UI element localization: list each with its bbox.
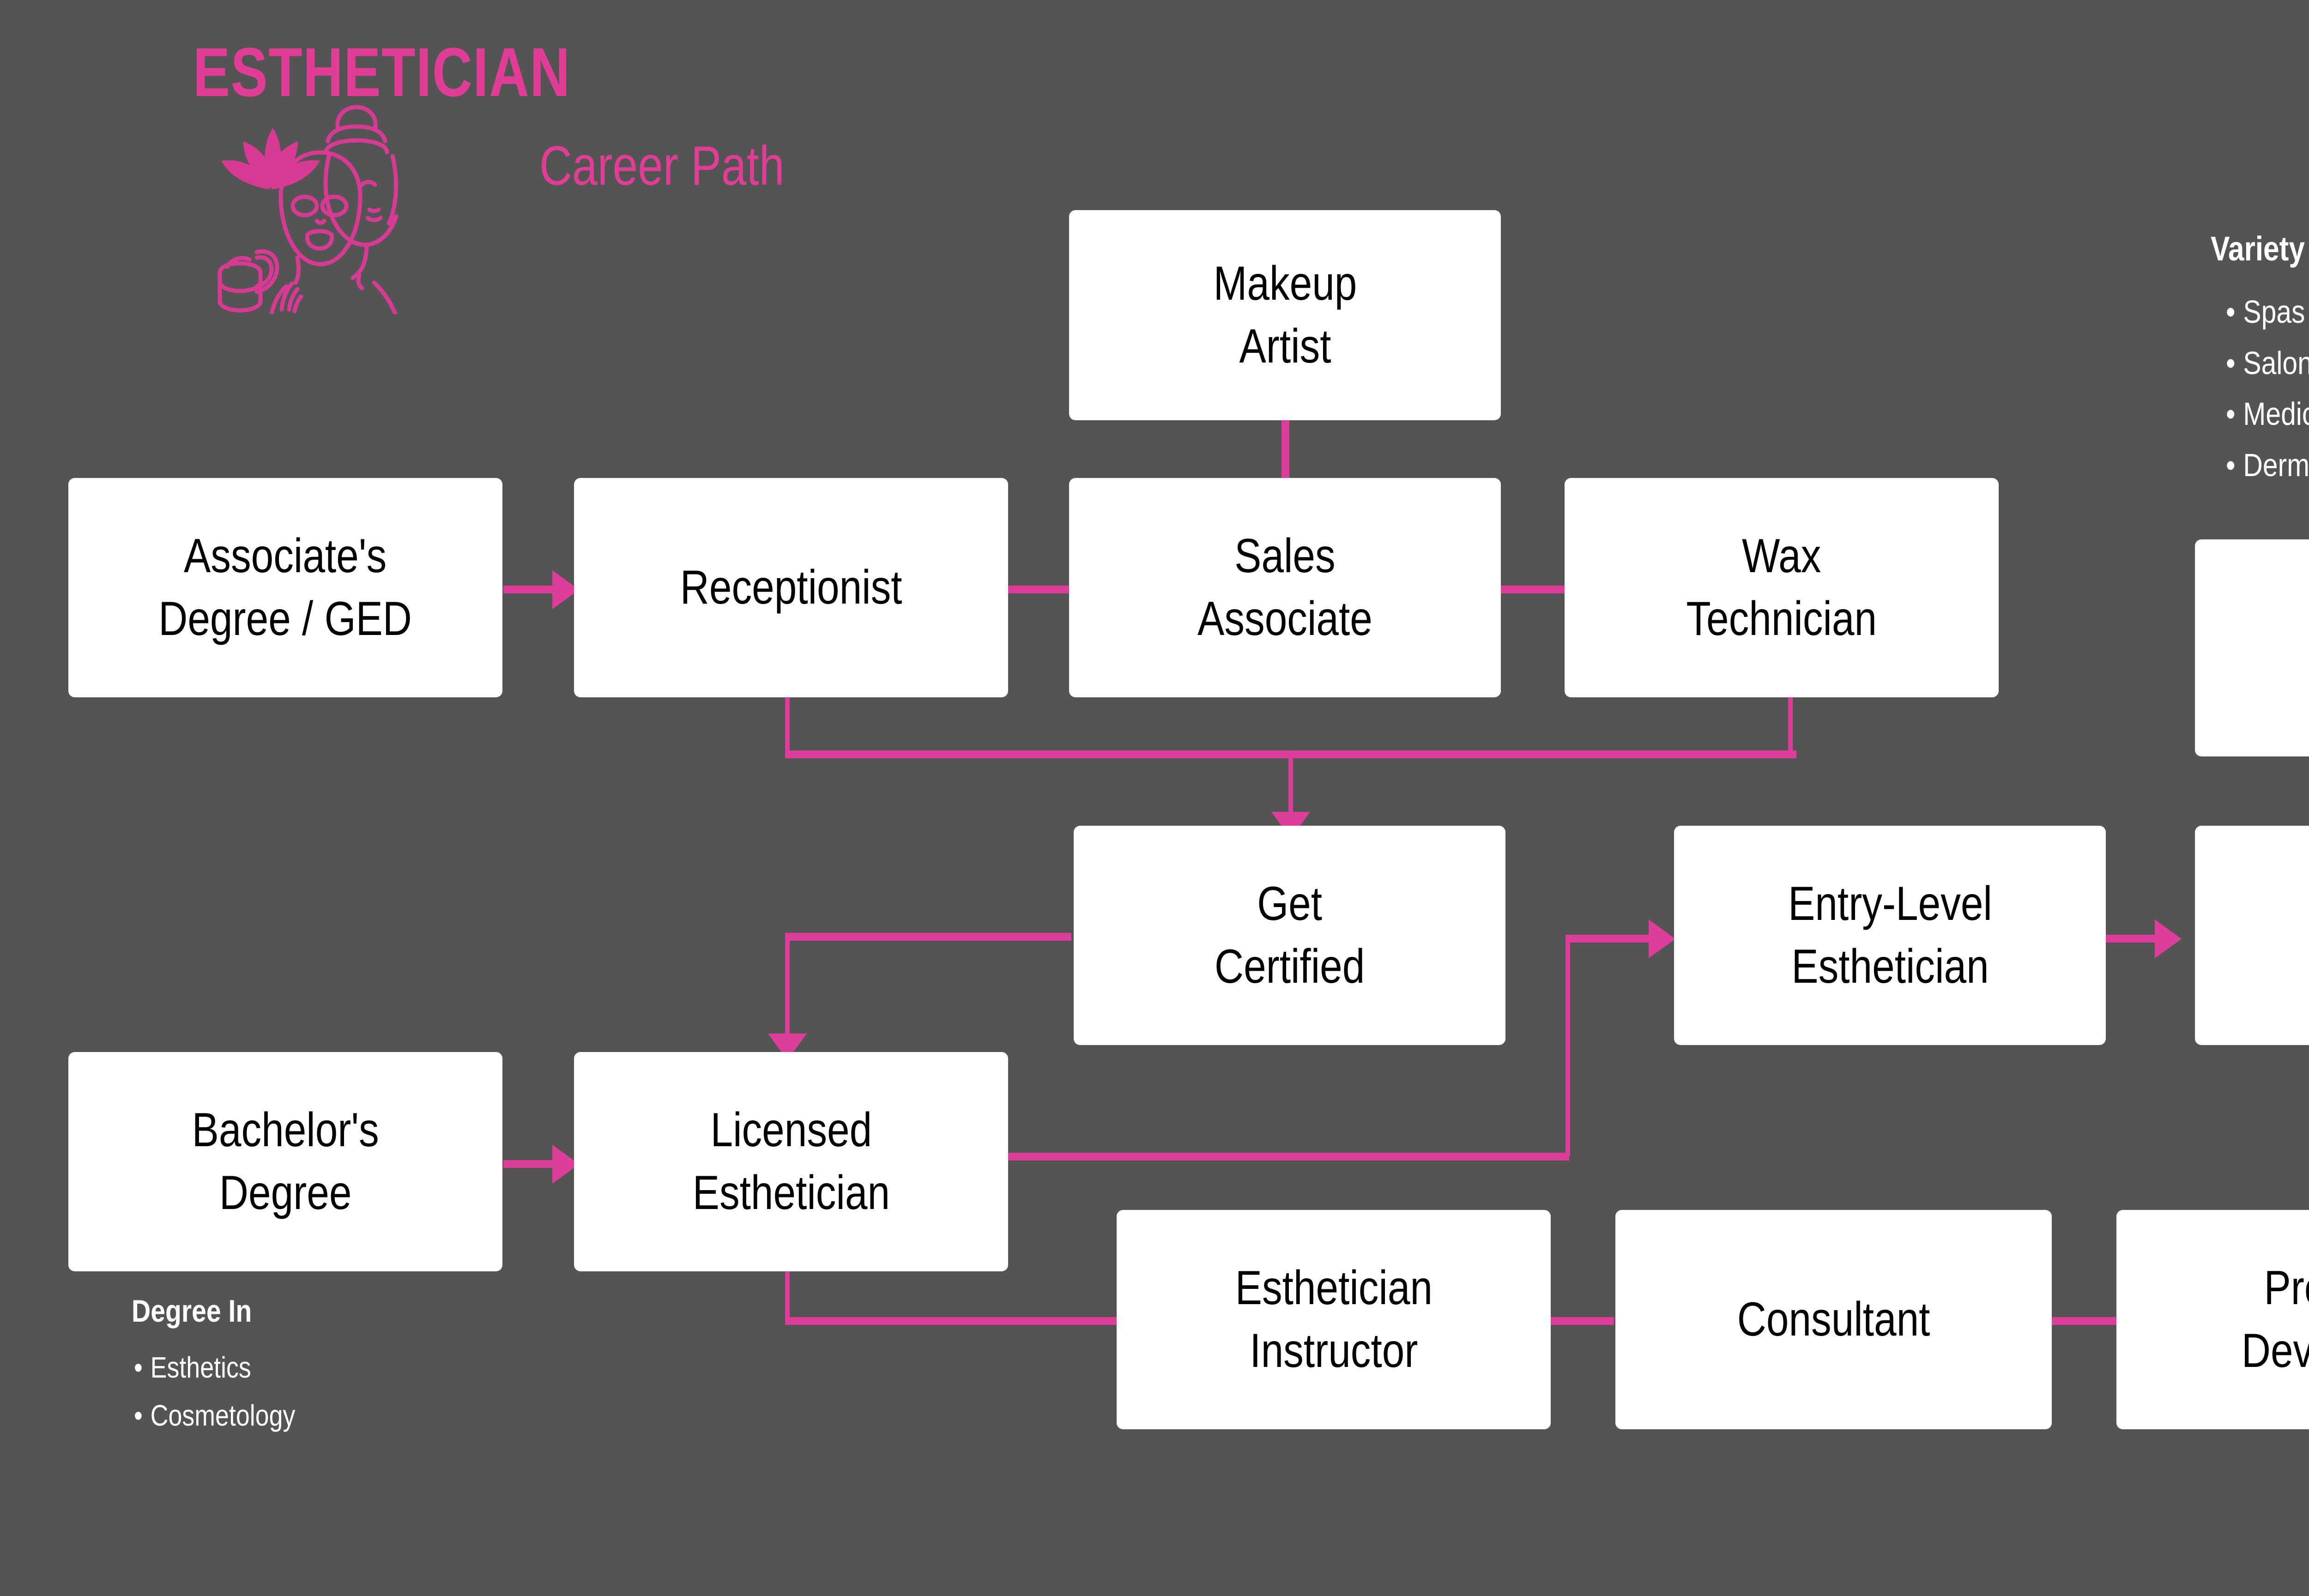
connector-licensed-right xyxy=(1007,1153,1569,1161)
list-item: Spas xyxy=(2226,286,2309,338)
node-sales-associate[interactable]: Sales Associate xyxy=(1069,478,1501,697)
node-label: Associate's Degree / GED xyxy=(158,529,412,646)
list-item: Medical Spas xyxy=(2226,388,2309,440)
arrowhead-right xyxy=(2155,919,2182,958)
list-item: Salons xyxy=(2226,338,2309,389)
connector-entry-to-lead xyxy=(2106,935,2161,943)
connector-certified-down xyxy=(785,933,790,1051)
node-label: Makeup Artist xyxy=(1213,257,1357,373)
node-label: Bachelor's Degree xyxy=(192,1103,379,1220)
connector-bus-to-certified xyxy=(1288,750,1293,822)
work-areas-title: Variety of areas can work at: xyxy=(2211,230,2309,268)
connector-associates-to-receptionist xyxy=(503,586,559,593)
node-label: Get Certified xyxy=(1214,877,1365,993)
connector-sales-to-wax xyxy=(1501,586,1566,593)
node-bachelors-degree[interactable]: Bachelor's Degree xyxy=(68,1052,502,1271)
node-product-developer[interactable]: Product Developer xyxy=(2116,1210,2309,1429)
node-label: Licensed Esthetician xyxy=(692,1103,890,1220)
connector-receptionist-down xyxy=(785,696,790,755)
node-master-esthetician[interactable]: Master Esthetician xyxy=(2195,539,2309,756)
node-licensed-esthetician[interactable]: Licensed Esthetician xyxy=(574,1052,1008,1271)
connector-into-entry-level xyxy=(1566,935,1662,943)
degree-in-title: Degree In xyxy=(132,1294,252,1329)
connector-bachelors-to-licensed xyxy=(503,1160,559,1168)
connector-licensed-down xyxy=(785,1269,790,1320)
degree-in-list: Esthetics Cosmetology xyxy=(134,1344,326,1439)
node-receptionist[interactable]: Receptionist xyxy=(574,478,1008,697)
node-entry-level-esthetician[interactable]: Entry-Level Esthetician xyxy=(1674,826,2106,1045)
list-item: Dermatology offices xyxy=(2226,440,2309,491)
node-associates-degree[interactable]: Associate's Degree / GED xyxy=(68,478,502,697)
connector-certified-left xyxy=(785,933,1071,941)
node-makeup-artist[interactable]: Makeup Artist xyxy=(1069,210,1501,420)
node-esthetician-instructor[interactable]: Esthetician Instructor xyxy=(1117,1210,1551,1429)
node-label: Sales Associate xyxy=(1197,529,1372,646)
arrowhead-right xyxy=(1649,919,1675,958)
node-get-certified[interactable]: Get Certified xyxy=(1074,826,1505,1045)
connector-consultant-to-product xyxy=(2050,1317,2117,1325)
node-label: Entry-Level Esthetician xyxy=(1788,877,1992,993)
node-consultant[interactable]: Consultant xyxy=(1615,1210,2052,1429)
connector-licensed-up xyxy=(1566,935,1570,1156)
node-label: Product Developer xyxy=(2241,1261,2309,1378)
node-lead-esthetician[interactable]: Lead Esthetician xyxy=(2195,826,2309,1045)
node-label: Consultant xyxy=(1737,1292,1930,1346)
node-label: Receptionist xyxy=(680,560,902,614)
connector-wax-down xyxy=(1788,696,1793,755)
connector-sales-to-makeup xyxy=(1281,418,1289,478)
page-title: ESTHETICIAN xyxy=(193,33,571,111)
connector-to-instructor xyxy=(785,1317,1118,1325)
page-subtitle: Career Path xyxy=(539,135,785,197)
node-wax-technician[interactable]: Wax Technician xyxy=(1565,478,1999,697)
list-item: Cosmetology xyxy=(134,1392,296,1440)
connector-receptionist-to-sales xyxy=(1007,586,1071,593)
node-label: Esthetician Instructor xyxy=(1235,1261,1433,1378)
node-label: Wax Technician xyxy=(1686,529,1877,646)
work-areas-list-left: Spas Salons Medical Spas Dermatology off… xyxy=(2226,286,2309,490)
esthetician-illustration-icon xyxy=(218,105,399,314)
connector-instructor-to-consultant xyxy=(1549,1317,1614,1325)
list-item: Esthetics xyxy=(134,1344,295,1392)
